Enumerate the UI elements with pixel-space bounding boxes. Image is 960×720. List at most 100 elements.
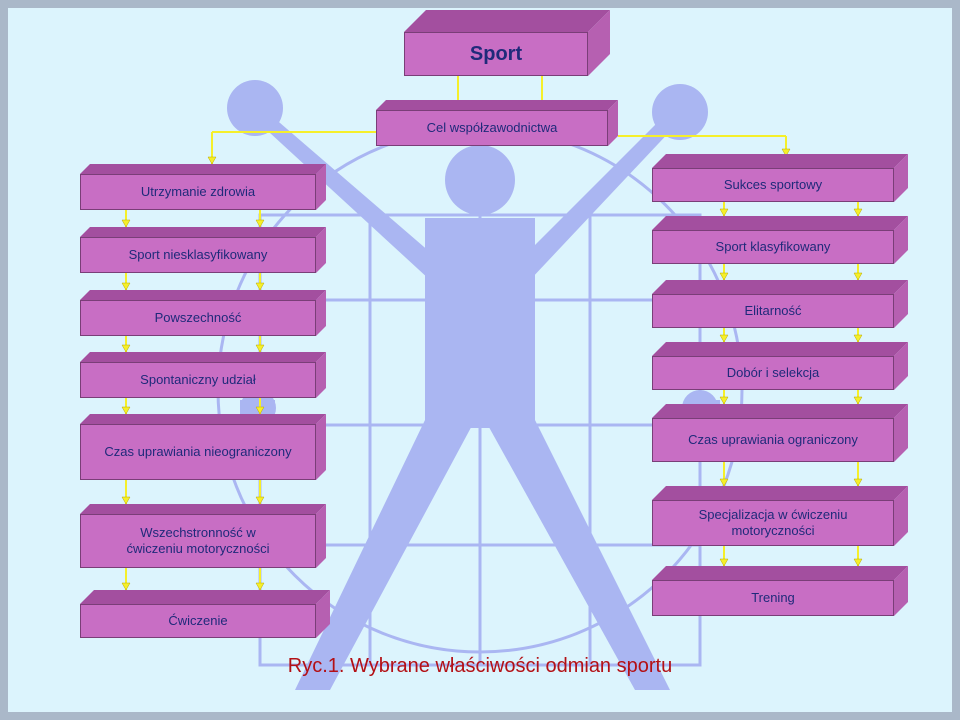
box-front: Trening	[652, 580, 894, 616]
connector-arrowhead	[781, 148, 791, 157]
box-side	[316, 164, 326, 210]
connector-arrowhead	[207, 156, 217, 165]
diagram-title: Sport	[469, 43, 523, 65]
connector-arrowhead	[255, 282, 265, 291]
subtitle-box-front: Cel współzawodnictwa	[376, 110, 608, 146]
right-box-5-label: Czas uprawiania ograniczony	[688, 432, 858, 447]
left-box-2-label: Sport niesklasyfikowany	[128, 247, 268, 262]
box-side	[894, 216, 908, 264]
left-box-7: Ćwiczenie	[80, 590, 330, 638]
right-box-7: Trening	[652, 566, 908, 616]
box-top	[652, 566, 908, 580]
box-front: Utrzymanie zdrowia	[80, 174, 316, 210]
box-front: Specjalizacja w ćwiczeniu motoryczności	[652, 500, 894, 546]
connector-arrowhead	[853, 478, 863, 487]
title-box-top	[404, 10, 610, 32]
right-box-2: Sport klasyfikowany	[652, 216, 908, 264]
right-box-1-label: Sukces sportowy	[723, 177, 823, 192]
connector-arrowhead	[719, 396, 729, 405]
connector-arrowhead	[255, 406, 265, 415]
connector-arrowhead	[853, 208, 863, 217]
box-front: Sukces sportowy	[652, 168, 894, 202]
right-box-6: Specjalizacja w ćwiczeniu motoryczności	[652, 486, 908, 546]
box-side	[316, 290, 326, 336]
connector-arrowhead	[853, 334, 863, 343]
right-box-3: Elitarność	[652, 280, 908, 328]
subtitle-box-top	[376, 100, 618, 110]
box-side	[316, 227, 326, 273]
box-front: Dobór i selekcja	[652, 356, 894, 390]
box-side	[894, 280, 908, 328]
connector-arrowhead	[719, 208, 729, 217]
connector-arrowhead	[121, 582, 131, 591]
figure-caption: Ryc.1. Wybrane właściwości odmian sportu	[287, 655, 673, 677]
connector-arrowhead	[853, 558, 863, 567]
left-box-1: Utrzymanie zdrowia	[80, 164, 326, 210]
connector-arrowhead	[255, 219, 265, 228]
diagram-subtitle: Cel współzawodnictwa	[426, 120, 558, 135]
box-top	[80, 164, 326, 174]
box-top	[80, 414, 326, 424]
box-front: Ćwiczenie	[80, 604, 316, 638]
box-front: Wszechstronność w ćwiczeniu motorycznośc…	[80, 514, 316, 568]
box-top	[80, 227, 326, 237]
left-box-6: Wszechstronność w ćwiczeniu motorycznośc…	[80, 504, 326, 568]
left-box-5: Czas uprawiania nieograniczony	[80, 414, 326, 480]
box-top	[652, 216, 908, 230]
right-box-5: Czas uprawiania ograniczony	[652, 404, 908, 462]
box-front: Elitarność	[652, 294, 894, 328]
box-front: Sport klasyfikowany	[652, 230, 894, 264]
box-side	[894, 342, 908, 390]
subtitle-box-side	[608, 100, 618, 146]
right-box-7-label: Trening	[751, 590, 795, 605]
box-side	[894, 404, 908, 462]
box-front: Czas uprawiania nieograniczony	[80, 424, 316, 480]
box-side	[894, 154, 908, 202]
box-front: Spontaniczny udział	[80, 362, 316, 398]
box-top	[652, 486, 908, 500]
right-box-3-label: Elitarność	[744, 303, 802, 318]
connector-arrowhead	[255, 496, 265, 505]
left-box-3: Powszechność	[80, 290, 326, 336]
connector-arrowhead	[121, 282, 131, 291]
box-top	[652, 404, 908, 418]
connector-arrowhead	[719, 334, 729, 343]
right-box-6-label: Specjalizacja w ćwiczeniu motoryczności	[698, 507, 848, 538]
right-box-2-label: Sport klasyfikowany	[715, 239, 831, 254]
box-top	[80, 504, 326, 514]
right-box-4: Dobór i selekcja	[652, 342, 908, 390]
left-box-5-label: Czas uprawiania nieograniczony	[104, 444, 292, 459]
connector-arrowhead	[853, 396, 863, 405]
left-box-2: Sport niesklasyfikowany	[80, 227, 326, 273]
box-top	[80, 590, 330, 604]
connector-arrowhead	[255, 344, 265, 353]
left-box-3-label: Powszechność	[154, 310, 242, 325]
box-side	[894, 566, 908, 616]
title-box-front: Sport	[404, 32, 588, 76]
box-side	[316, 504, 326, 568]
title-box: Sport	[404, 10, 610, 76]
left-box-1-label: Utrzymanie zdrowia	[140, 184, 256, 199]
connector-arrowhead	[121, 496, 131, 505]
left-box-6-label: Wszechstronność w ćwiczeniu motorycznośc…	[126, 525, 270, 556]
left-box-4: Spontaniczny udział	[80, 352, 326, 398]
box-top	[652, 154, 908, 168]
left-box-4-label: Spontaniczny udział	[140, 372, 256, 387]
box-front: Czas uprawiania ograniczony	[652, 418, 894, 462]
connector-arrowhead	[853, 272, 863, 281]
left-box-7-label: Ćwiczenie	[168, 613, 228, 628]
connector-arrowhead	[121, 219, 131, 228]
connector-arrowhead	[719, 272, 729, 281]
box-front: Sport niesklasyfikowany	[80, 237, 316, 273]
box-top	[652, 342, 908, 356]
title-box-side	[588, 10, 610, 76]
box-top	[80, 352, 326, 362]
connector-arrowhead	[719, 478, 729, 487]
connector-arrowhead	[121, 344, 131, 353]
box-side	[316, 352, 326, 398]
box-side	[316, 414, 326, 480]
right-box-4-label: Dobór i selekcja	[726, 365, 820, 380]
right-box-1: Sukces sportowy	[652, 154, 908, 202]
